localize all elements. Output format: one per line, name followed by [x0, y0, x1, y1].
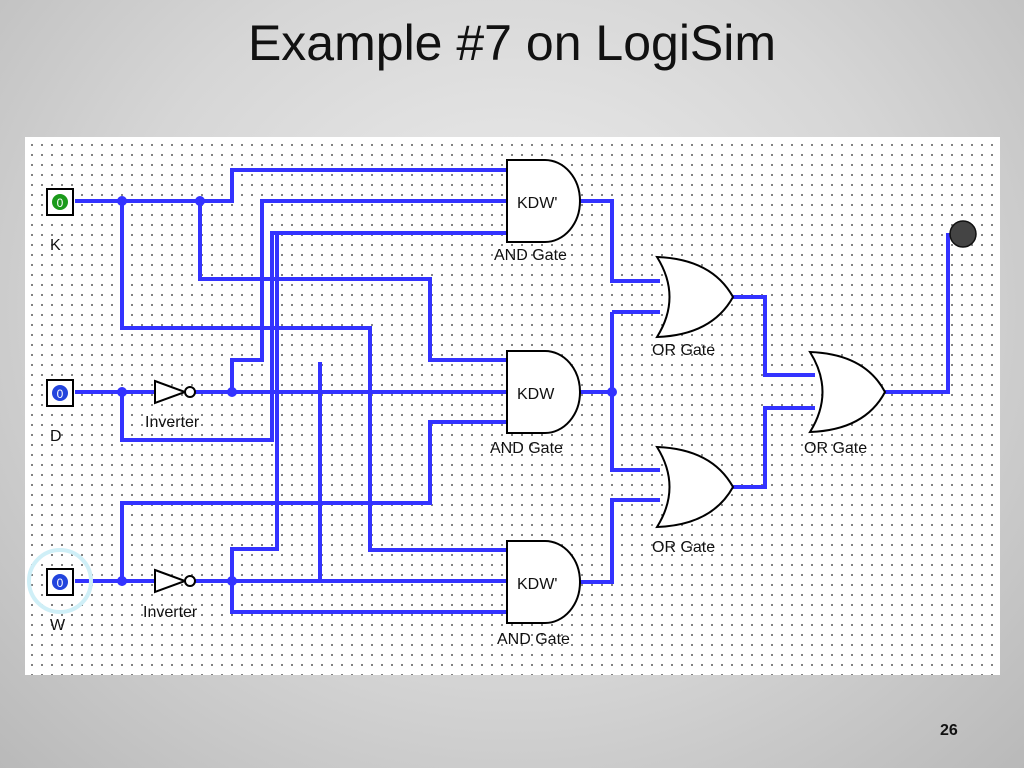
inverter-w[interactable]	[154, 568, 196, 594]
junction-dot	[227, 387, 237, 397]
output-led[interactable]	[949, 220, 977, 248]
svg-text:0: 0	[57, 196, 64, 210]
input-pin-w[interactable]: 0	[27, 548, 93, 614]
junction-dot	[117, 576, 127, 586]
svg-text:0: 0	[57, 387, 64, 401]
input-pin-d[interactable]: 0	[46, 379, 74, 407]
slide-title: Example #7 on LogiSim	[247, 15, 777, 71]
and-gate-label: AND Gate	[494, 247, 567, 264]
input-label-d: D	[50, 428, 62, 445]
input-pin-k[interactable]: 0	[46, 188, 74, 216]
and-gate-label: AND Gate	[490, 440, 563, 457]
or-gate-2[interactable]	[655, 445, 735, 529]
or-gate-label: OR Gate	[804, 440, 867, 457]
junction-dot	[607, 387, 617, 397]
inverter-label: Inverter	[145, 414, 200, 431]
junction-dot	[117, 196, 127, 206]
junction-dot	[195, 196, 205, 206]
and-gate-3[interactable]: KDW'	[506, 540, 581, 624]
or-gate-label: OR Gate	[652, 342, 715, 359]
input-label-w: W	[50, 617, 66, 634]
page-number: 26	[940, 722, 958, 739]
and-gate-2[interactable]: KDW	[506, 350, 581, 434]
or-gate-3[interactable]	[808, 350, 887, 434]
and-gate-inner-label: KDW'	[517, 576, 557, 593]
inverter-d[interactable]	[154, 379, 196, 405]
wires	[75, 168, 950, 614]
and-gate-1[interactable]: KDW'	[506, 159, 581, 243]
input-label-k: K	[50, 237, 61, 254]
inverter-label: Inverter	[143, 604, 198, 621]
and-gate-label: AND Gate	[497, 631, 570, 648]
junction-dot	[227, 576, 237, 586]
and-gate-inner-label: KDW	[517, 386, 555, 403]
svg-text:0: 0	[57, 576, 64, 590]
wire-junctions	[117, 196, 617, 586]
or-gate-1[interactable]	[655, 255, 735, 339]
and-gate-inner-label: KDW'	[517, 195, 557, 212]
junction-dot	[117, 387, 127, 397]
or-gate-label: OR Gate	[652, 539, 715, 556]
